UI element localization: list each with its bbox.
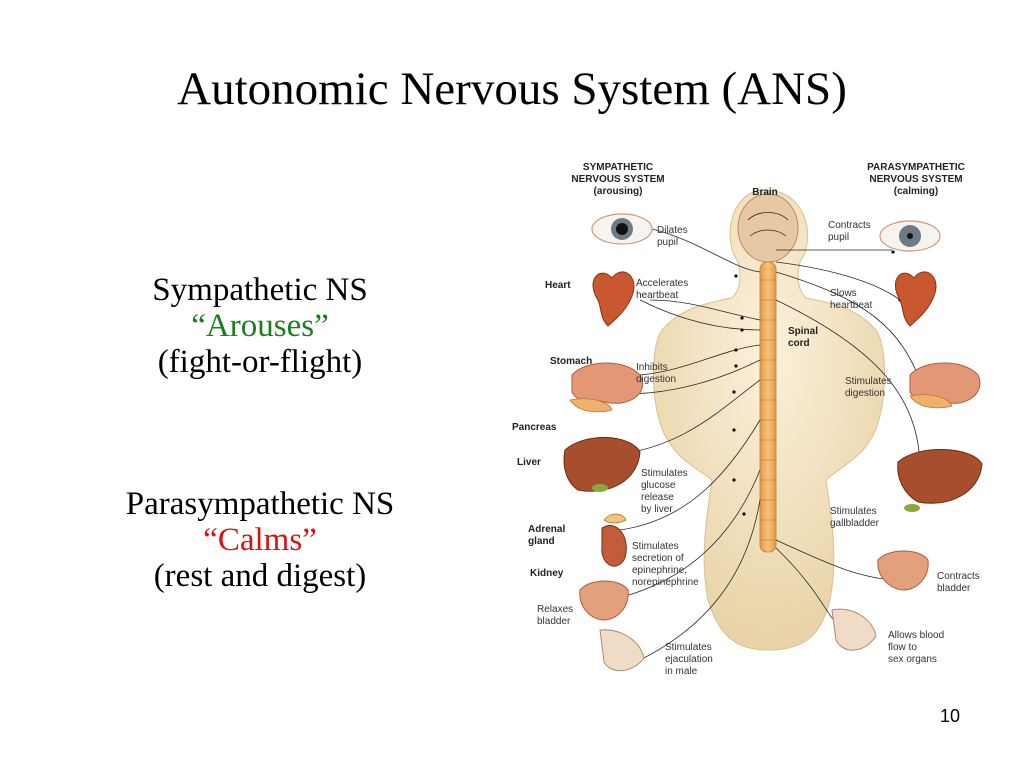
sympathetic-effect-heart-line-2: heartbeat xyxy=(636,290,678,301)
sympathetic-header-line-1: SYMPATHETIC xyxy=(583,162,653,173)
left-reproductive xyxy=(599,629,645,672)
left-eye xyxy=(591,213,653,245)
parasympathetic-header-line-2: NERVOUS SYSTEM xyxy=(869,174,962,185)
parasympathetic-effect-reproductive-line-2: flow to xyxy=(888,642,917,653)
left-heart xyxy=(592,271,635,327)
adrenal-label-line-1: Adrenal xyxy=(528,524,565,535)
sympathetic-effect-stomach-line-1: Inhibits xyxy=(636,362,668,373)
right-liver xyxy=(897,448,983,512)
right-reproductive xyxy=(831,608,877,651)
sympathetic-quote: “Arouses” xyxy=(191,308,329,344)
sympathetic-effect-liver-line-3: release xyxy=(641,492,674,503)
parasympathetic-effect-heart-line-1: Slows xyxy=(830,288,857,299)
sympathetic-effect-stomach-line-2: digestion xyxy=(636,374,676,385)
sympathetic-effect-heart-line-1: Accelerates xyxy=(636,278,688,289)
sympathetic-effect-adrenal-line-1: Stimulates xyxy=(632,541,679,552)
brain-label: Brain xyxy=(752,187,778,198)
stomach-label: Stomach xyxy=(550,356,592,367)
page-number: 10 xyxy=(939,706,961,726)
sympathetic-effect-reproductive-line-3: in male xyxy=(665,666,698,677)
parasympathetic-effect-eye-line-1: Contracts xyxy=(828,220,871,231)
parasympathetic-header-line-1: PARASYMPATHETIC xyxy=(867,162,965,173)
left-stomach xyxy=(571,362,643,404)
right-heart xyxy=(894,271,937,327)
parasympathetic-header: PARASYMPATHETIC NERVOUS SYSTEM (calming) xyxy=(867,162,965,197)
sympathetic-name: Sympathetic NS xyxy=(152,272,368,308)
parasympathetic-effect-eye-line-2: pupil xyxy=(828,232,849,243)
parasympathetic-effects: ContractspupilSlowsheartbeatStimulatesdi… xyxy=(828,220,980,665)
parasympathetic-effect-reproductive-line-3: sex organs xyxy=(888,654,937,665)
spinal-cord-label-line-2: cord xyxy=(788,338,810,349)
sympathetic-header: SYMPATHETIC NERVOUS SYSTEM (arousing) xyxy=(571,162,664,197)
sympathetic-effect-eye-line-2: pupil xyxy=(657,237,678,248)
parasympathetic-header-line-3: (calming) xyxy=(894,186,938,197)
sympathetic-header-line-3: (arousing) xyxy=(594,186,643,197)
adrenal-label-line-2: gland xyxy=(528,536,555,547)
sympathetic-effect-bladder-line-2: bladder xyxy=(537,616,571,627)
parasympathetic-effect-stomach-line-1: Stimulates xyxy=(845,376,892,387)
parasympathetic-description: (rest and digest) xyxy=(153,558,367,594)
sympathetic-effect-adrenal-line-2: secretion of xyxy=(632,553,684,564)
left-pancreas xyxy=(569,398,613,413)
brain-shape xyxy=(737,193,799,263)
spinal-cord-shape xyxy=(759,261,777,553)
left-adrenal-kidney xyxy=(601,513,627,567)
sympathetic-header-line-2: NERVOUS SYSTEM xyxy=(571,174,664,185)
sympathetic-summary: Sympathetic NS “Arouses” (fight-or-fligh… xyxy=(60,272,460,380)
parasympathetic-effect-liver-line-1: Stimulates xyxy=(830,506,877,517)
parasympathetic-effect-heart-line-2: heartbeat xyxy=(830,300,872,311)
sympathetic-effect-liver-line-1: Stimulates xyxy=(641,468,688,479)
heart-label: Heart xyxy=(545,280,571,291)
sympathetic-effect-eye-line-1: Dilates xyxy=(657,225,688,236)
kidney-label: Kidney xyxy=(530,568,564,579)
parasympathetic-effect-stomach-line-2: digestion xyxy=(845,388,885,399)
sympathetic-effect-liver-line-4: by liver xyxy=(641,504,673,515)
sympathetic-effect-adrenal-line-3: epinephrine, xyxy=(632,565,687,576)
parasympathetic-effect-bladder-line-1: Contracts xyxy=(937,571,980,582)
right-bladder xyxy=(877,550,929,591)
sympathetic-description: (fight-or-flight) xyxy=(157,344,363,380)
parasympathetic-quote: “Calms” xyxy=(203,522,317,558)
sympathetic-effects: DilatespupilAcceleratesheartbeatInhibits… xyxy=(537,225,713,677)
left-bladder xyxy=(579,580,629,621)
sympathetic-effect-bladder-line-1: Relaxes xyxy=(537,604,573,615)
left-liver xyxy=(563,437,641,492)
parasympathetic-effect-reproductive-line-1: Allows blood xyxy=(888,630,944,641)
sympathetic-effect-liver-line-2: glucose xyxy=(641,480,676,491)
spinal-cord-label-line-1: Spinal xyxy=(788,326,818,337)
liver-label: Liver xyxy=(517,457,541,468)
pancreas-label: Pancreas xyxy=(512,422,557,433)
slide-title: Autonomic Nervous System (ANS) xyxy=(177,63,847,115)
right-eye xyxy=(879,220,941,252)
sympathetic-effect-reproductive-line-1: Stimulates xyxy=(665,642,712,653)
parasympathetic-effect-liver-line-2: gallbladder xyxy=(830,518,880,529)
parasympathetic-effect-bladder-line-2: bladder xyxy=(937,583,971,594)
right-stomach xyxy=(909,362,981,409)
sympathetic-effect-adrenal-line-4: norepinephrine xyxy=(632,577,699,588)
sympathetic-effect-reproductive-line-2: ejaculation xyxy=(665,654,713,665)
parasympathetic-summary: Parasympathetic NS “Calms” (rest and dig… xyxy=(60,486,460,594)
parasympathetic-name: Parasympathetic NS xyxy=(125,486,395,522)
